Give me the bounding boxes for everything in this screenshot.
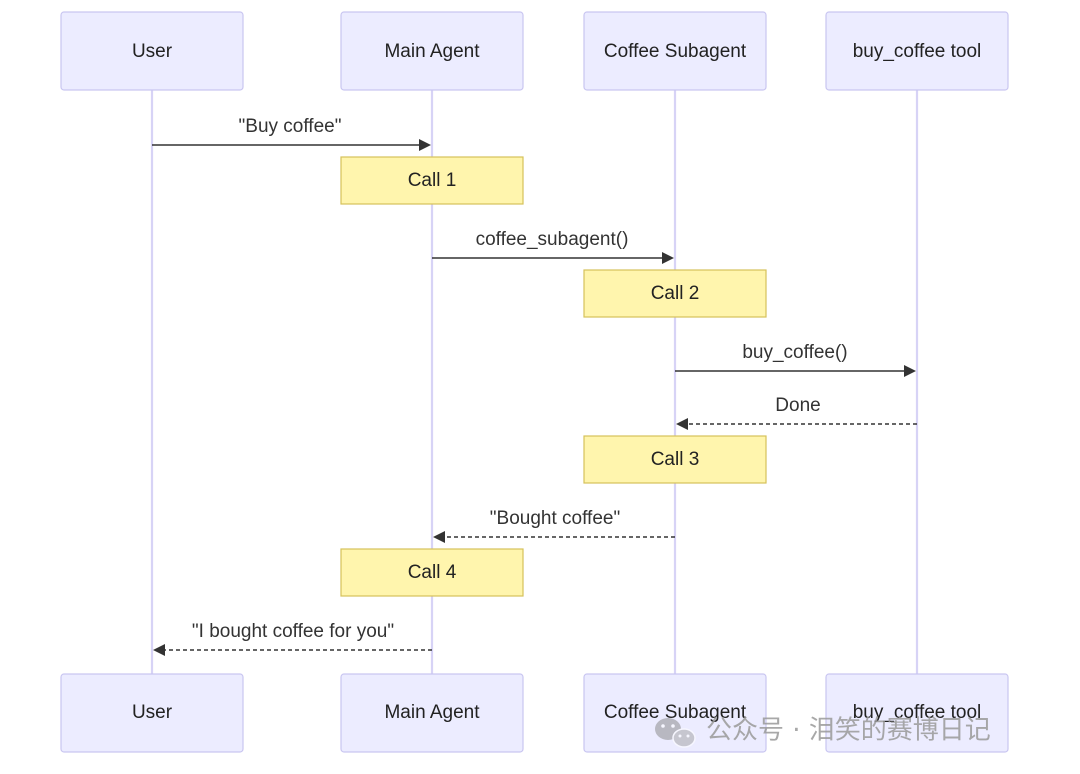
actor-bottom-coffee-subagent: Coffee Subagent <box>583 673 767 753</box>
note-label: Call 4 <box>408 562 457 583</box>
note-call-2: Call 2 <box>583 269 767 318</box>
message-label: coffee_subagent() <box>476 229 629 250</box>
arrowhead <box>676 418 688 430</box>
actor-label: Coffee Subagent <box>604 41 747 62</box>
arrowhead <box>904 365 916 377</box>
actor-label: Coffee Subagent <box>604 702 747 723</box>
actor-label: buy_coffee tool <box>853 41 982 62</box>
actor-label: Main Agent <box>384 702 480 723</box>
arrowhead <box>153 644 165 656</box>
note-call-1: Call 1 <box>340 156 524 205</box>
message-label: buy_coffee() <box>742 342 847 363</box>
message-label: "I bought coffee for you" <box>192 621 394 642</box>
arrowhead <box>433 531 445 543</box>
message-label: "Bought coffee" <box>490 508 620 529</box>
message-buy-coffee: "Buy coffee" <box>152 116 431 151</box>
message-i-bought-coffee: "I bought coffee for you" <box>153 621 432 656</box>
arrowhead <box>419 139 431 151</box>
actor-top-coffee-subagent: Coffee Subagent <box>583 11 767 91</box>
note-call-3: Call 3 <box>583 435 767 484</box>
actor-top-buy-coffee-tool: buy_coffee tool <box>825 11 1009 91</box>
note-call-4: Call 4 <box>340 548 524 597</box>
actor-bottom-main-agent: Main Agent <box>340 673 524 753</box>
message-buy-coffee-call: buy_coffee() <box>675 342 916 377</box>
wechat-icon <box>655 718 696 748</box>
message-label: "Buy coffee" <box>239 116 342 137</box>
message-done: Done <box>676 395 917 430</box>
note-label: Call 3 <box>651 449 700 470</box>
actor-bottom-buy-coffee-tool: buy_coffee tool <box>825 673 1009 753</box>
actor-label: buy_coffee tool <box>853 702 982 723</box>
message-bought-coffee: "Bought coffee" <box>433 508 675 543</box>
actor-bottom-user: User <box>60 673 244 753</box>
actor-top-user: User <box>60 11 244 91</box>
actor-label: Main Agent <box>384 41 480 62</box>
actor-top-main-agent: Main Agent <box>340 11 524 91</box>
message-label: Done <box>775 395 820 416</box>
watermark-text: 公众号 · 泪笑的赛博日记 <box>706 716 991 746</box>
message-coffee-subagent-call: coffee_subagent() <box>432 229 674 264</box>
actor-label: User <box>132 702 173 723</box>
note-label: Call 2 <box>651 283 700 304</box>
arrowhead <box>662 252 674 264</box>
watermark: 公众号 · 泪笑的赛博日记 <box>655 716 991 748</box>
actor-label: User <box>132 41 173 62</box>
note-label: Call 1 <box>408 170 457 191</box>
